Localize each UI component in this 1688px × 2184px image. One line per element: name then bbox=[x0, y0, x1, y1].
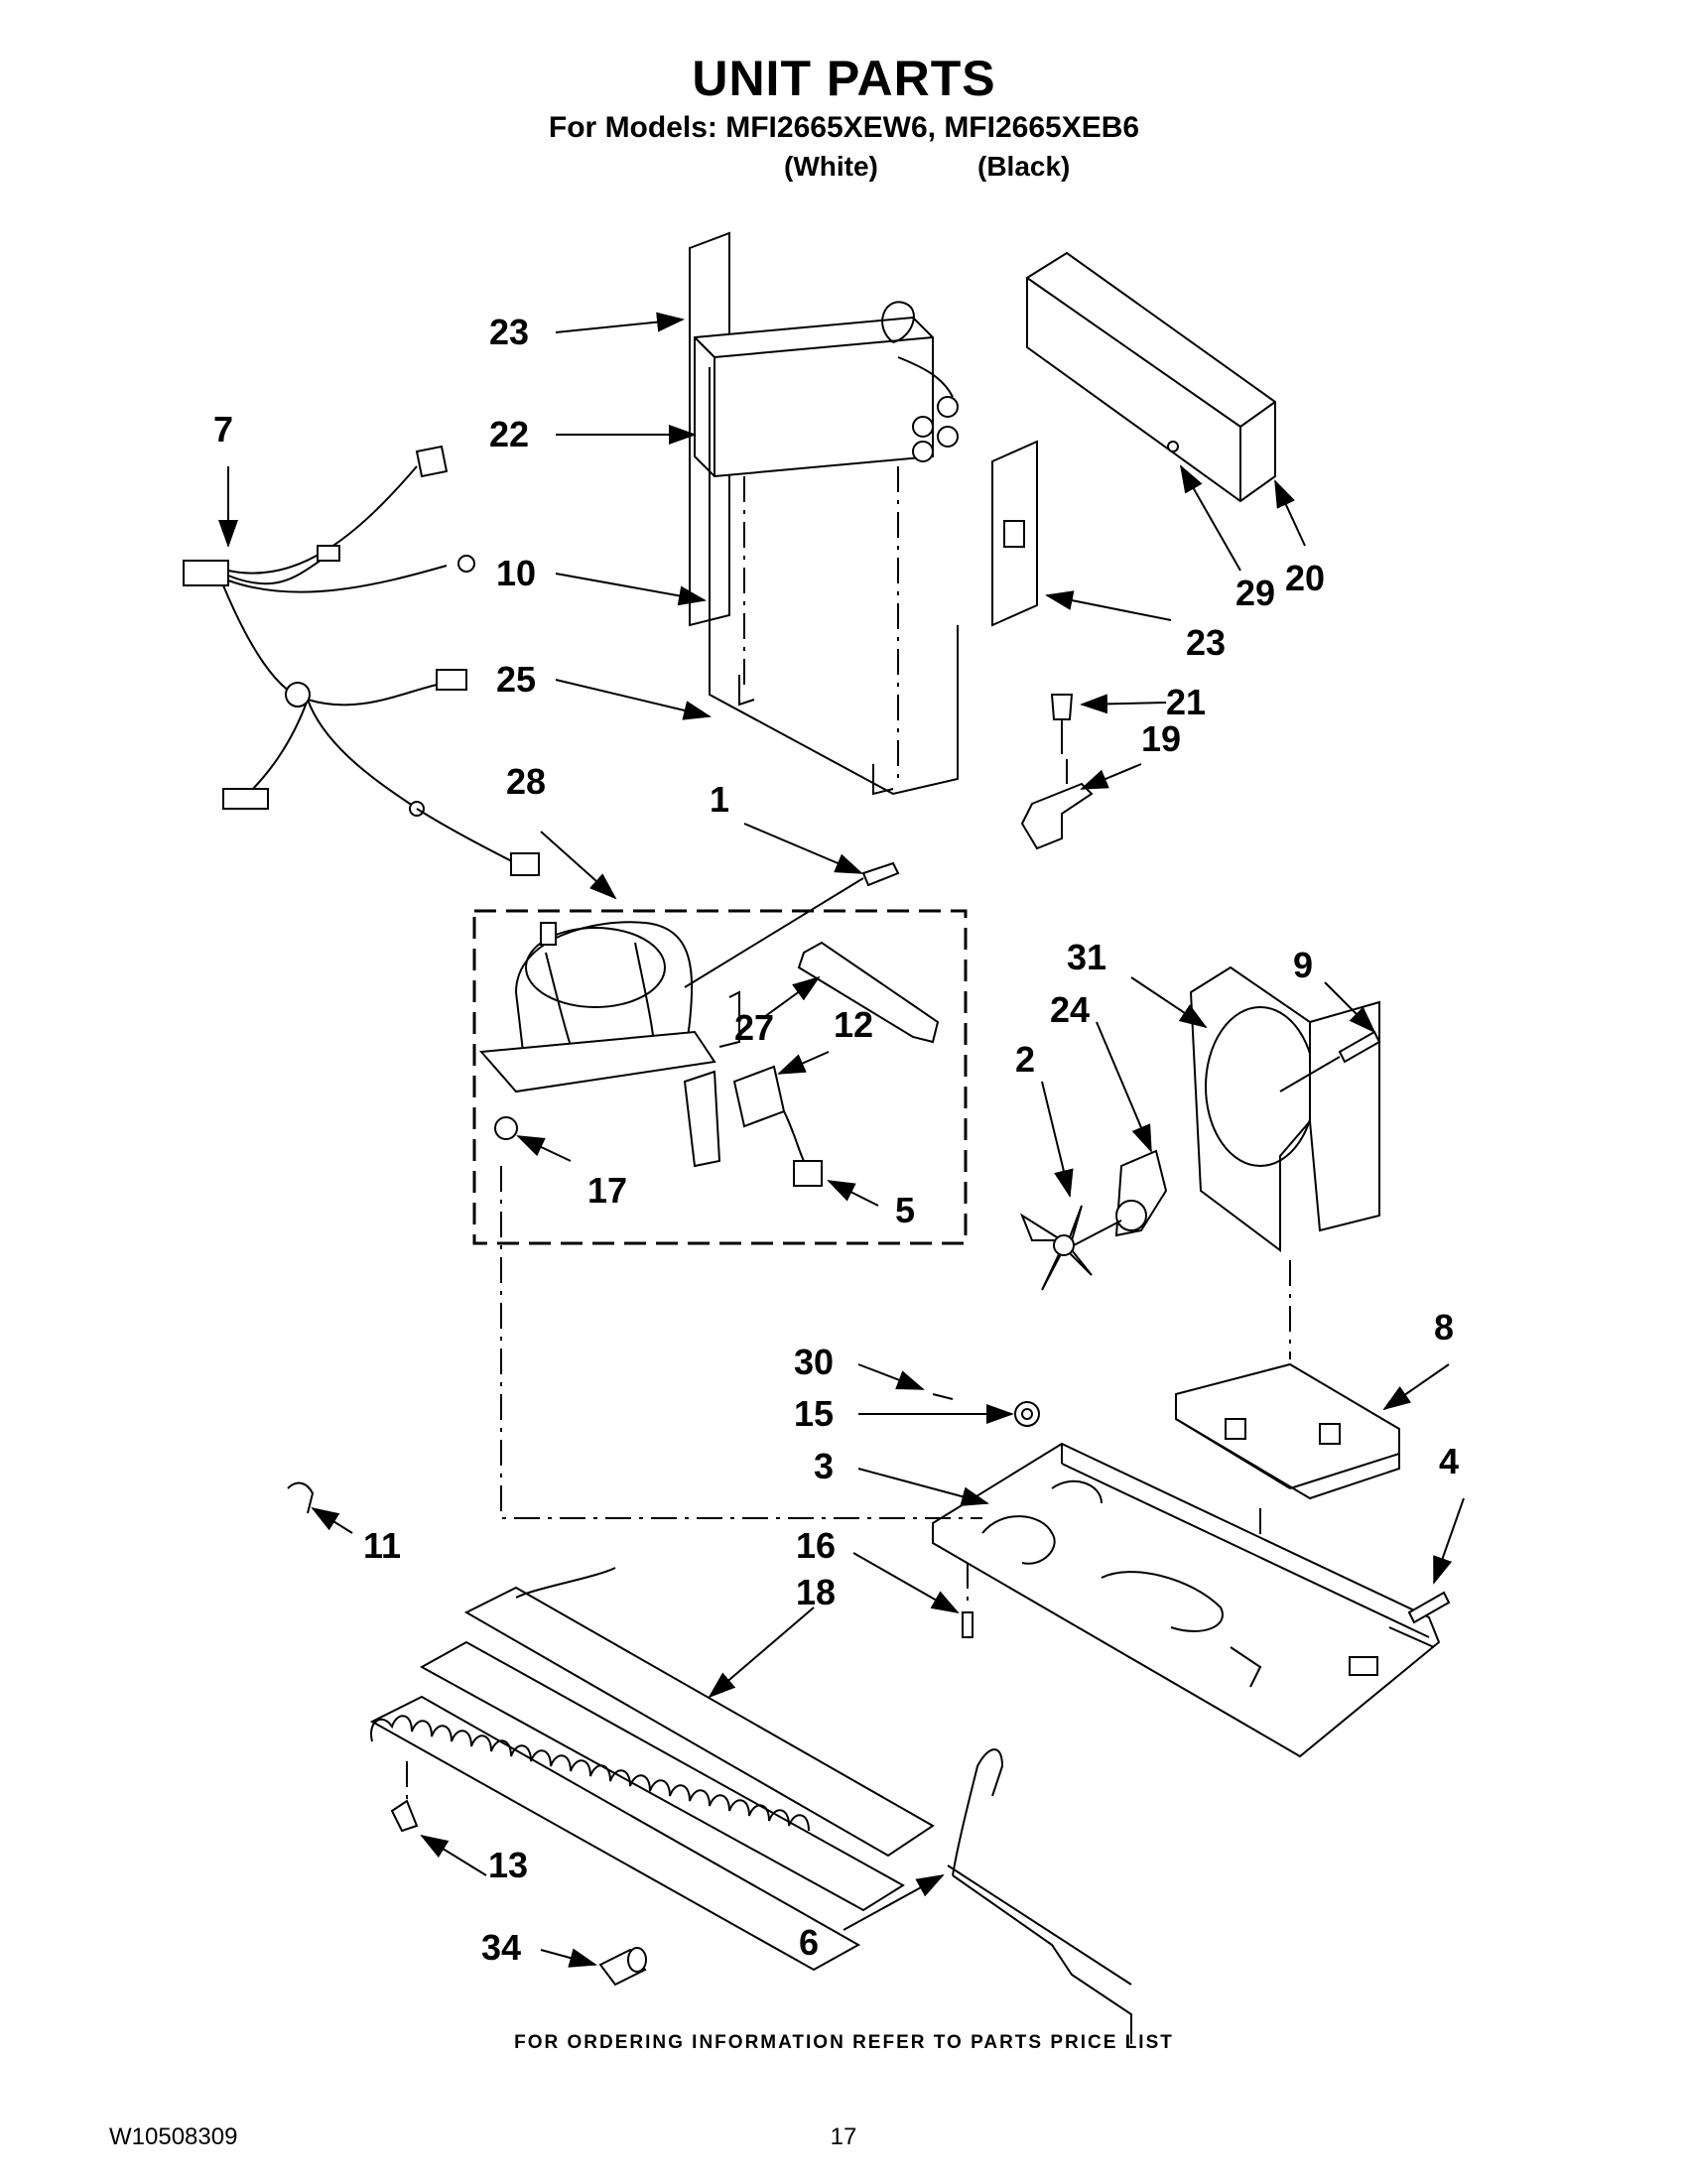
drier-34 bbox=[598, 1947, 647, 1987]
callout-15: 15 bbox=[794, 1393, 834, 1434]
wire-harness bbox=[183, 445, 540, 876]
screw-and-bracket bbox=[1020, 694, 1094, 850]
callout-24: 24 bbox=[1050, 989, 1090, 1030]
callout-25: 25 bbox=[496, 659, 536, 700]
callout-18: 18 bbox=[796, 1572, 836, 1612]
callout-23: 23 bbox=[489, 312, 529, 352]
callout-22: 22 bbox=[489, 414, 529, 454]
condenser bbox=[369, 1567, 935, 1972]
callout-21: 21 bbox=[1166, 682, 1206, 722]
fan-bracket bbox=[1175, 1362, 1400, 1667]
page-title: UNIT PARTS bbox=[692, 51, 996, 106]
callout-2: 2 bbox=[1015, 1039, 1035, 1080]
callout-11: 11 bbox=[363, 1525, 401, 1566]
callout-20: 20 bbox=[1285, 558, 1325, 598]
compressor-assembly-box bbox=[472, 909, 968, 1245]
callout-12: 12 bbox=[834, 1004, 873, 1045]
callout-34: 34 bbox=[481, 1927, 521, 1968]
tube-6 bbox=[947, 1748, 1132, 2044]
grommet-15 bbox=[1014, 1401, 1040, 1427]
fan-blade bbox=[1019, 1205, 1122, 1291]
compressor bbox=[478, 921, 740, 1168]
dryer-and-relay bbox=[732, 941, 940, 1187]
callout-9: 9 bbox=[1293, 945, 1313, 985]
color-label-black: (Black) bbox=[977, 151, 1071, 182]
screw-1 bbox=[684, 861, 900, 988]
callout-13: 13 bbox=[488, 1845, 528, 1885]
page-number: 17 bbox=[830, 2123, 857, 2150]
callout-8: 8 bbox=[1434, 1307, 1454, 1348]
screw-16 bbox=[962, 1563, 974, 1638]
callout-labels: 23 22 10 25 23 29 20 21 19 7 28 1 27 12 … bbox=[213, 312, 1459, 1968]
assembly-line bbox=[500, 1166, 982, 1519]
callout-28: 28 bbox=[506, 761, 546, 802]
fan-shroud bbox=[1189, 965, 1380, 1359]
screw-4 bbox=[1407, 1591, 1451, 1624]
callout-19: 19 bbox=[1141, 718, 1181, 759]
base-pan bbox=[932, 1442, 1441, 1758]
color-label-white: (White) bbox=[784, 151, 878, 182]
callout-31: 31 bbox=[1067, 937, 1106, 977]
clip-11 bbox=[287, 1481, 315, 1514]
callout-23-right: 23 bbox=[1186, 622, 1226, 663]
callout-6: 6 bbox=[799, 1922, 819, 1963]
callout-10: 10 bbox=[496, 553, 536, 593]
spacer-30 bbox=[932, 1393, 954, 1400]
evaporator-assembly bbox=[689, 231, 1038, 796]
fan-motor bbox=[1114, 1149, 1168, 1237]
screw-9 bbox=[1279, 1030, 1381, 1092]
evaporator-cover bbox=[1026, 251, 1276, 503]
document-id: W10508309 bbox=[109, 2123, 238, 2150]
callout-17: 17 bbox=[587, 1170, 627, 1211]
clip-13 bbox=[390, 1799, 419, 1833]
model-list: For Models: MFI2665XEW6, MFI2665XEB6 bbox=[548, 111, 1140, 144]
callout-7: 7 bbox=[213, 409, 233, 450]
callout-27: 27 bbox=[734, 1007, 774, 1048]
ordering-note: FOR ORDERING INFORMATION REFER TO PARTS … bbox=[514, 2032, 1174, 2053]
callout-30: 30 bbox=[794, 1342, 834, 1382]
callout-3: 3 bbox=[814, 1446, 834, 1486]
callout-29: 29 bbox=[1235, 573, 1275, 613]
leader-lines bbox=[218, 312, 1465, 1968]
callout-5: 5 bbox=[895, 1190, 915, 1230]
callout-16: 16 bbox=[796, 1525, 836, 1566]
callout-1: 1 bbox=[710, 779, 729, 820]
callout-4: 4 bbox=[1439, 1441, 1459, 1481]
